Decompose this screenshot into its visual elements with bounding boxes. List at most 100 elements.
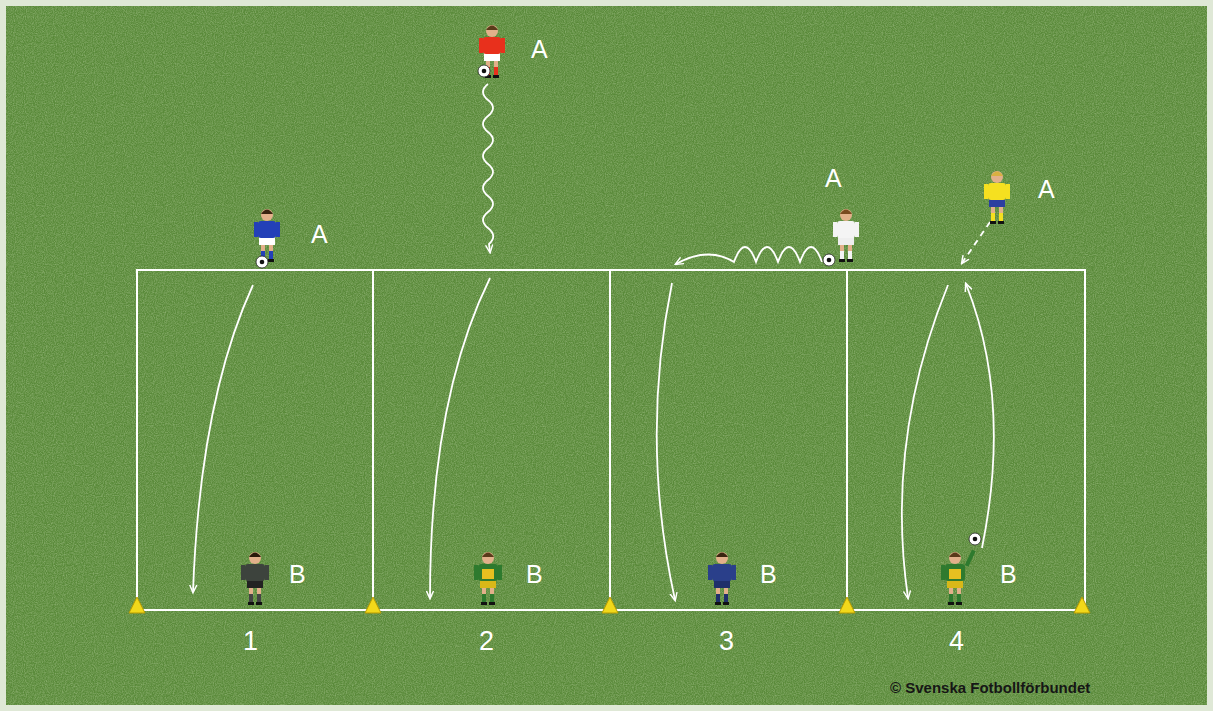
head [991,171,1003,183]
arm [276,222,280,237]
player-letter: A [531,37,548,62]
hair [949,553,961,558]
sock [848,251,852,260]
shorts [947,580,963,588]
leg [494,60,498,76]
sock [257,594,261,603]
lane-number: 3 [719,628,734,655]
head [249,552,261,564]
arm [833,222,837,237]
arm [1006,184,1010,199]
sock [957,594,961,603]
boot [268,259,274,262]
player-yellow [984,171,1010,224]
cone [1074,597,1090,613]
shirt [258,221,276,238]
shirt [712,564,732,581]
ball-body [256,256,268,268]
player-letter: B [289,562,306,587]
hair [249,553,261,558]
head [716,552,728,564]
boot [248,602,254,605]
sock [494,67,498,76]
leg [716,587,720,603]
ball [478,65,490,77]
pass-arrow [657,283,675,600]
sock [269,251,273,260]
pass-arrow [193,285,253,592]
arm [265,565,269,580]
keeper-green [941,550,976,605]
shorts [480,580,496,588]
cone [839,597,855,613]
leg [999,206,1003,222]
ball-patch [260,260,265,265]
boot [715,602,721,605]
player-letter: B [526,562,543,587]
head [949,552,961,564]
arm [708,565,712,580]
player-letter: A [311,222,328,247]
arm [241,565,245,580]
hair [716,553,728,558]
boot [256,602,262,605]
sock [999,213,1003,222]
shorts [838,237,854,245]
head [840,209,852,221]
player-blue [254,209,280,262]
ball-patch [827,258,832,263]
player-red [479,25,505,78]
keeper-grey [241,552,269,605]
ball-patch [973,537,978,542]
ball-body [969,533,981,545]
player-letter: A [1038,177,1055,202]
leg [257,587,261,603]
hair [482,553,494,558]
sock [724,594,728,603]
arm [498,565,502,580]
sock [482,594,486,603]
leg [490,587,494,603]
leg [957,587,961,603]
head [261,209,273,221]
boot [493,75,499,78]
shorts [247,580,263,588]
throw-arrow [966,284,994,548]
lane-number: 1 [243,628,258,655]
boot [998,221,1004,224]
hair [486,26,498,31]
lane-number: 4 [949,628,964,655]
sock [716,594,720,603]
shorts [989,199,1005,207]
arm [501,38,505,53]
run-arrow [962,222,990,263]
boot [489,602,495,605]
sock [490,594,494,603]
shirt [837,221,855,238]
pass-arrow [902,285,948,598]
boot [948,602,954,605]
cones [129,597,1090,613]
arm [941,565,945,580]
shorts [714,580,730,588]
hair [261,210,273,215]
player-letter: B [760,562,777,587]
pass-arrow [430,278,490,598]
cone [365,597,381,613]
ball-body [478,65,490,77]
ball [823,254,835,266]
keeper-green [474,552,502,605]
boot [481,602,487,605]
boot [723,602,729,605]
leg [269,244,273,260]
ball-patch [482,69,487,74]
pitch-lines [137,270,1085,610]
head [482,552,494,564]
arm [474,565,478,580]
shirt [245,564,265,581]
hair [991,172,1003,177]
leg [840,244,844,260]
ball [969,533,981,545]
